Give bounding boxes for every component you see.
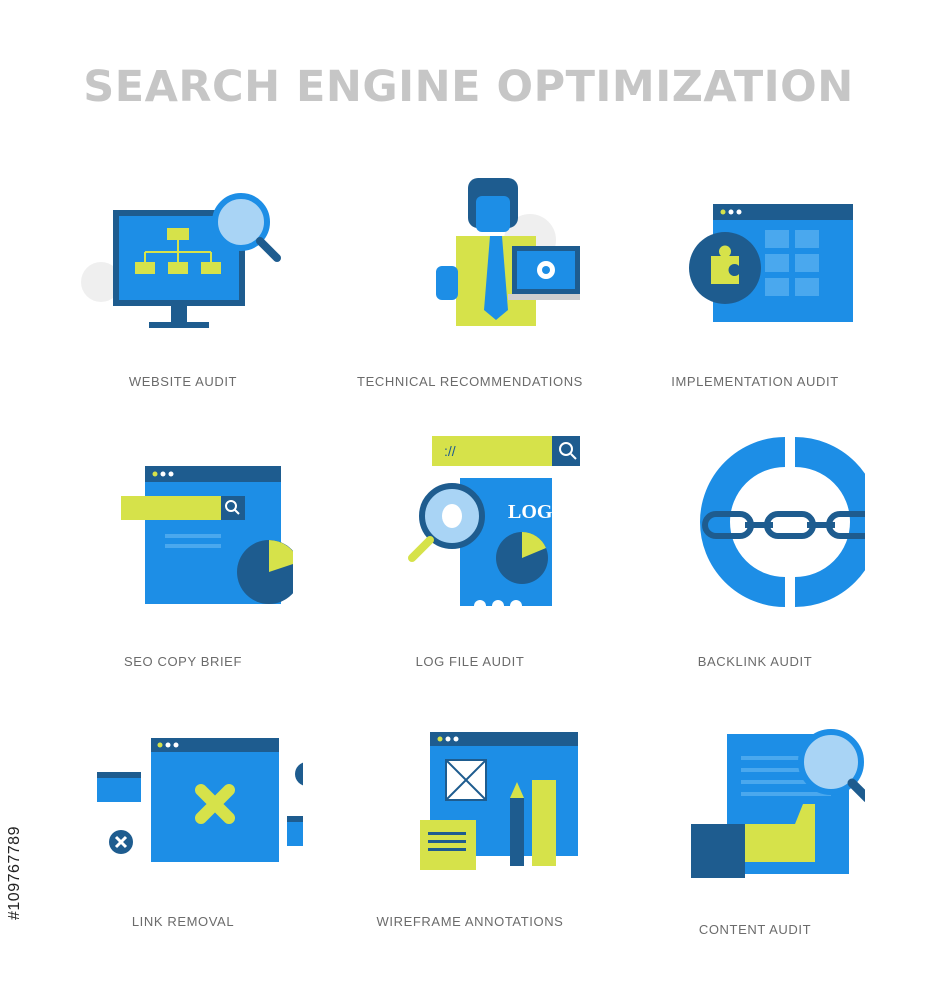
label-wireframe-annotations: WIREFRAME ANNOTATIONS xyxy=(376,914,564,929)
browser-puzzle-icon xyxy=(689,204,853,322)
label-log-file-audit: LOG FILE AUDIT xyxy=(415,654,525,669)
label-website-audit: WEBSITE AUDIT xyxy=(128,374,238,389)
label-seo-copy-brief: SEO COPY BRIEF xyxy=(124,654,242,669)
label-backlink-audit: BACKLINK AUDIT xyxy=(697,654,813,669)
log-search-text: :// xyxy=(444,443,456,459)
seo-item-seo-copy-brief: SEO COPY BRIEF xyxy=(38,430,328,680)
wireframe-pencil-ruler-icon xyxy=(420,732,578,870)
label-content-audit: CONTENT AUDIT xyxy=(698,922,812,937)
seo-item-technical-recommendations: TECHNICAL RECOMMENDATIONS xyxy=(325,170,615,420)
browser-remove-icon xyxy=(97,738,303,862)
seo-item-backlink-audit: BACKLINK AUDIT xyxy=(610,430,900,680)
log-file-bug-magnifier-icon: :// LOG xyxy=(408,436,580,610)
monitor-sitemap-magnifier-icon xyxy=(81,193,281,328)
seo-item-link-removal: LINK REMOVAL xyxy=(38,720,328,970)
label-technical-recommendations: TECHNICAL RECOMMENDATIONS xyxy=(357,374,583,389)
label-link-removal: LINK REMOVAL xyxy=(131,914,235,929)
broken-ring-chain-icon xyxy=(700,437,865,607)
label-implementation-audit: IMPLEMENTATION AUDIT xyxy=(671,374,839,389)
seo-item-wireframe-annotations: WIREFRAME ANNOTATIONS xyxy=(325,720,615,970)
document-hand-magnifier-icon xyxy=(691,729,865,878)
seo-item-implementation-audit: IMPLEMENTATION AUDIT xyxy=(610,170,900,420)
seo-item-log-file-audit: :// LOG LOG FILE AUDIT xyxy=(325,430,615,680)
consultant-laptop-gear-icon xyxy=(436,178,580,326)
browser-search-pie-icon xyxy=(121,466,293,604)
log-badge: LOG xyxy=(508,501,553,523)
stock-id: #109767789 xyxy=(6,826,23,920)
page-title: SEARCH ENGINE OPTIMIZATION xyxy=(83,62,854,112)
seo-item-website-audit: WEBSITE AUDIT xyxy=(38,170,328,420)
seo-item-content-audit: CONTENT AUDIT xyxy=(610,720,900,970)
